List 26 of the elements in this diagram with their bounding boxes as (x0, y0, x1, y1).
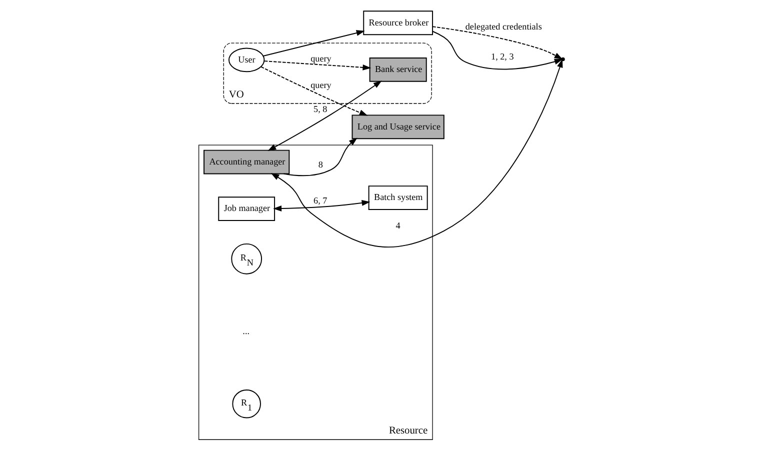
edge-label: 4 (395, 220, 400, 230)
label: ... (242, 326, 250, 336)
arrow (432, 30, 562, 70)
arrow (432, 26, 562, 60)
node-box: Accounting manager (203, 150, 290, 174)
node-box: Batch system (368, 186, 428, 210)
arrow (263, 60, 371, 70)
edge-label: query (310, 53, 331, 64)
arrow (267, 80, 382, 151)
edge-label: 5, 8 (313, 104, 327, 114)
node-box: Bank service (368, 58, 426, 82)
arrow (282, 138, 357, 176)
edge-label: 8 (318, 159, 322, 170)
edge-label: 1, 2, 3 (490, 51, 514, 62)
arrow (272, 200, 370, 212)
edge-label: 6, 7 (313, 196, 327, 206)
node-box: Resource broker (362, 10, 433, 36)
node-ellipse: User (228, 48, 264, 72)
node-point (560, 57, 564, 62)
node-box: Job manager (218, 196, 275, 222)
arrow (270, 59, 562, 248)
edge-label: query (310, 80, 331, 90)
edge-label: delegated credentials (464, 22, 542, 32)
arrow (260, 66, 368, 116)
node-box: Log and Usage service (351, 114, 444, 140)
arrow (262, 30, 364, 56)
